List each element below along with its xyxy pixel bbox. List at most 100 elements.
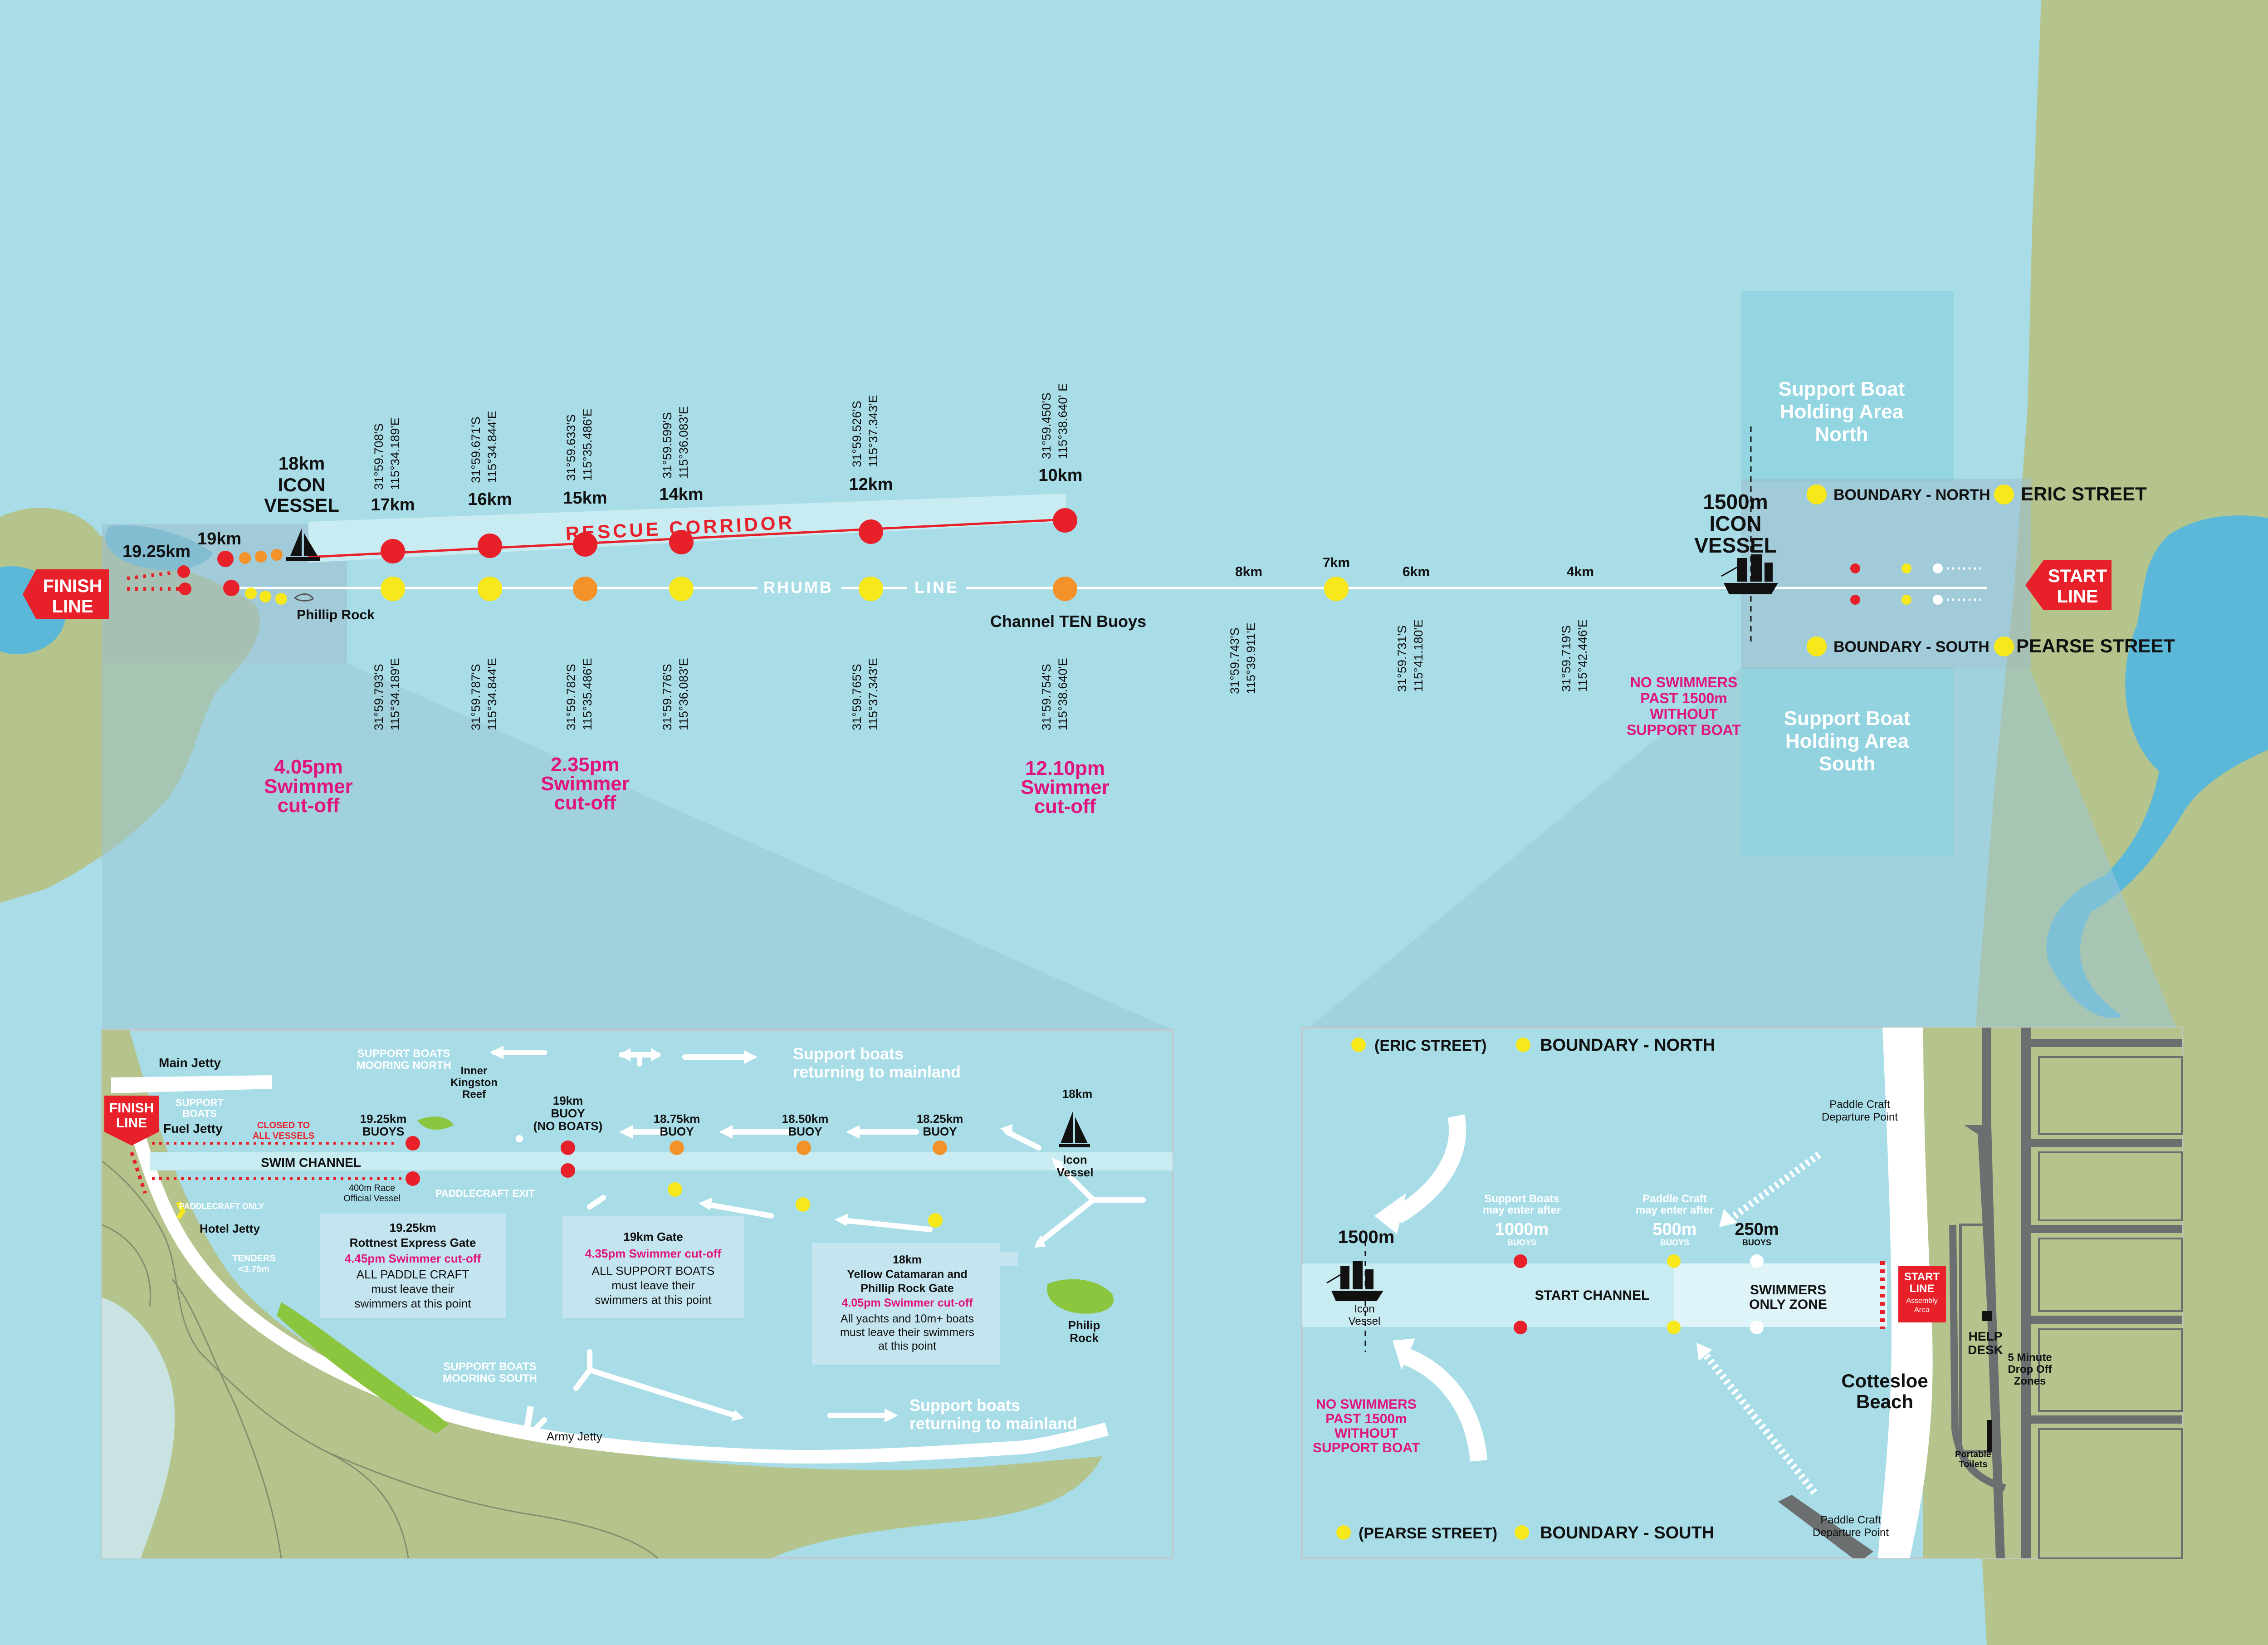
phillip-rock-label: Phillip Rock [297,607,375,622]
svg-text:19km Gate: 19km Gate [623,1230,683,1244]
svg-text:Paddle Craft: Paddle Craft [1820,1514,1881,1526]
buoy-yellow-bn [1807,485,1827,504]
svg-text:HELP: HELP [1969,1329,2003,1343]
svg-text:LINE: LINE [52,597,93,617]
svg-text:Phillip Rock Gate: Phillip Rock Gate [860,1282,954,1295]
holding-area-south [1741,667,1954,857]
svg-text:may enter after: may enter after [1483,1204,1561,1216]
svg-text:400m Race: 400m Race [349,1183,395,1193]
svg-text:CLOSED TO: CLOSED TO [257,1121,310,1131]
svg-text:18km: 18km [1062,1087,1093,1101]
svg-text:TENDERS: TENDERS [232,1253,276,1263]
svg-text:115°34.844'E: 115°34.844'E [485,411,499,483]
svg-text:6km: 6km [1403,564,1430,579]
svg-text:BOUNDARY - SOUTH: BOUNDARY - SOUTH [1540,1523,1714,1542]
svg-text:19km: 19km [197,529,241,548]
svg-text:BUOYS: BUOYS [1742,1238,1771,1247]
svg-text:Philip: Philip [1068,1318,1100,1332]
finish-line-sign: FINISH LINE [23,569,109,619]
line-word-label: LINE [914,578,959,597]
svg-text:LINE: LINE [1910,1283,1935,1295]
svg-text:Drop Off: Drop Off [2008,1363,2052,1376]
svg-text:PEARSE STREET: PEARSE STREET [2016,635,2175,656]
svg-text:BUOY: BUOY [660,1125,694,1138]
main-buoys [177,485,2014,656]
svg-text:19.25km: 19.25km [360,1112,407,1126]
svg-text:Support Boat: Support Boat [1784,707,1911,729]
buoy-yellow-17 [381,577,405,601]
right-zoom-box [1741,479,2031,669]
svg-text:Holding Area: Holding Area [1780,401,1904,423]
channel-ten-label: Channel TEN Buoys [990,612,1146,631]
svg-text:South: South [1819,753,1876,775]
svg-text:Rock: Rock [1070,1331,1099,1345]
svg-text:START: START [1904,1271,1940,1283]
svg-text:Holding Area: Holding Area [1785,730,1909,752]
icon-vessel-1500-label: 1500m ICON VESSEL [1694,490,1777,557]
svg-text:BUOYS: BUOYS [1660,1238,1689,1247]
svg-text:1500m: 1500m [1703,490,1768,514]
svg-text:115°34.844'E: 115°34.844'E [485,658,499,730]
svg-text:Area: Area [1914,1306,1930,1314]
svg-text:8km: 8km [1235,564,1262,579]
svg-text:(ERIC STREET): (ERIC STREET) [1374,1037,1486,1054]
svg-text:must leave their: must leave their [611,1278,695,1292]
svg-text:NO SWIMMERS: NO SWIMMERS [1316,1397,1417,1412]
svg-text:All yachts and 10m+ boats: All yachts and 10m+ boats [841,1312,974,1325]
svg-text:Fuel Jetty: Fuel Jetty [163,1121,223,1136]
svg-text:31°59.731'S: 31°59.731'S [1395,625,1409,692]
svg-text:15km: 15km [563,489,607,508]
svg-text:MOORING NORTH: MOORING NORTH [356,1059,451,1072]
svg-text:SUPPORT BOATS: SUPPORT BOATS [357,1048,450,1060]
svg-text:10km: 10km [1038,466,1082,485]
svg-text:returning to mainland: returning to mainland [793,1062,961,1081]
svg-text:SUPPORT BOATS: SUPPORT BOATS [444,1361,537,1373]
svg-text:Hotel Jetty: Hotel Jetty [200,1222,260,1235]
svg-text:BOUNDARY - SOUTH: BOUNDARY - SOUTH [1833,638,1989,656]
svg-text:31°59.719'S: 31°59.719'S [1559,625,1573,692]
svg-text:cut-off: cut-off [554,792,616,814]
svg-text:115°34.189'E: 115°34.189'E [388,658,402,730]
svg-text:500m: 500m [1652,1220,1696,1239]
svg-text:19.25km: 19.25km [390,1221,436,1234]
buoy-yellow-7 [1324,577,1349,601]
cutoff-labels: 4.05pm Swimmer cut-off 2.35pm Swimmer cu… [264,754,1110,818]
svg-text:FINISH: FINISH [109,1101,154,1116]
boundary-labels: BOUNDARY - NORTH BOUNDARY - SOUTH ERIC S… [1833,483,2175,656]
svg-text:SUPPORT BOAT: SUPPORT BOAT [1627,722,1741,738]
svg-text:115°35.486'E: 115°35.486'E [581,408,594,481]
buoy-yellow-pearse [1994,636,2014,656]
holding-area-north [1741,291,1954,482]
svg-text:PAST 1500m: PAST 1500m [1640,690,1727,706]
svg-text:Paddle Craft: Paddle Craft [1642,1193,1706,1205]
buoy-orange-a [239,552,251,564]
svg-text:31°59.776'S: 31°59.776'S [660,664,674,730]
svg-text:SUPPORT BOAT: SUPPORT BOAT [1313,1440,1420,1455]
svg-text:12km: 12km [849,475,893,494]
svg-text:31°59.708'S: 31°59.708'S [372,423,386,490]
svg-text:16km: 16km [468,490,512,509]
svg-text:PADDLECRAFT EXIT: PADDLECRAFT EXIT [435,1188,535,1199]
svg-text:returning to mainland: returning to mainland [909,1414,1077,1433]
svg-text:Icon: Icon [1354,1303,1374,1315]
svg-text:18.25km: 18.25km [917,1112,963,1126]
svg-text:Paddle Craft: Paddle Craft [1829,1098,1890,1111]
svg-text:DESK: DESK [1968,1343,2003,1357]
svg-text:115°41.180'E: 115°41.180'E [1412,619,1425,692]
svg-text:4km: 4km [1567,564,1594,579]
svg-text:115°39.911'E: 115°39.911'E [1244,622,1258,694]
buoy-red-15 [573,532,597,557]
svg-text:START CHANNEL: START CHANNEL [1535,1288,1650,1303]
svg-text:BOUNDARY - NORTH: BOUNDARY - NORTH [1540,1036,1715,1055]
svg-text:4.35pm Swimmer cut-off: 4.35pm Swimmer cut-off [585,1247,722,1260]
buoy-red-12 [859,519,883,544]
svg-text:ALL SUPPORT BOATS: ALL SUPPORT BOATS [592,1264,715,1278]
svg-text:18km: 18km [893,1253,922,1266]
no-swimmers-main: NO SWIMMERS PAST 1500m WITHOUT SUPPORT B… [1627,674,1741,738]
svg-text:START: START [2048,566,2107,586]
svg-text:BUOYS: BUOYS [1507,1238,1536,1247]
buoy-yellow-16 [478,577,502,601]
buoy-orange-15 [573,577,597,601]
svg-text:Cottesloe: Cottesloe [1841,1370,1928,1391]
